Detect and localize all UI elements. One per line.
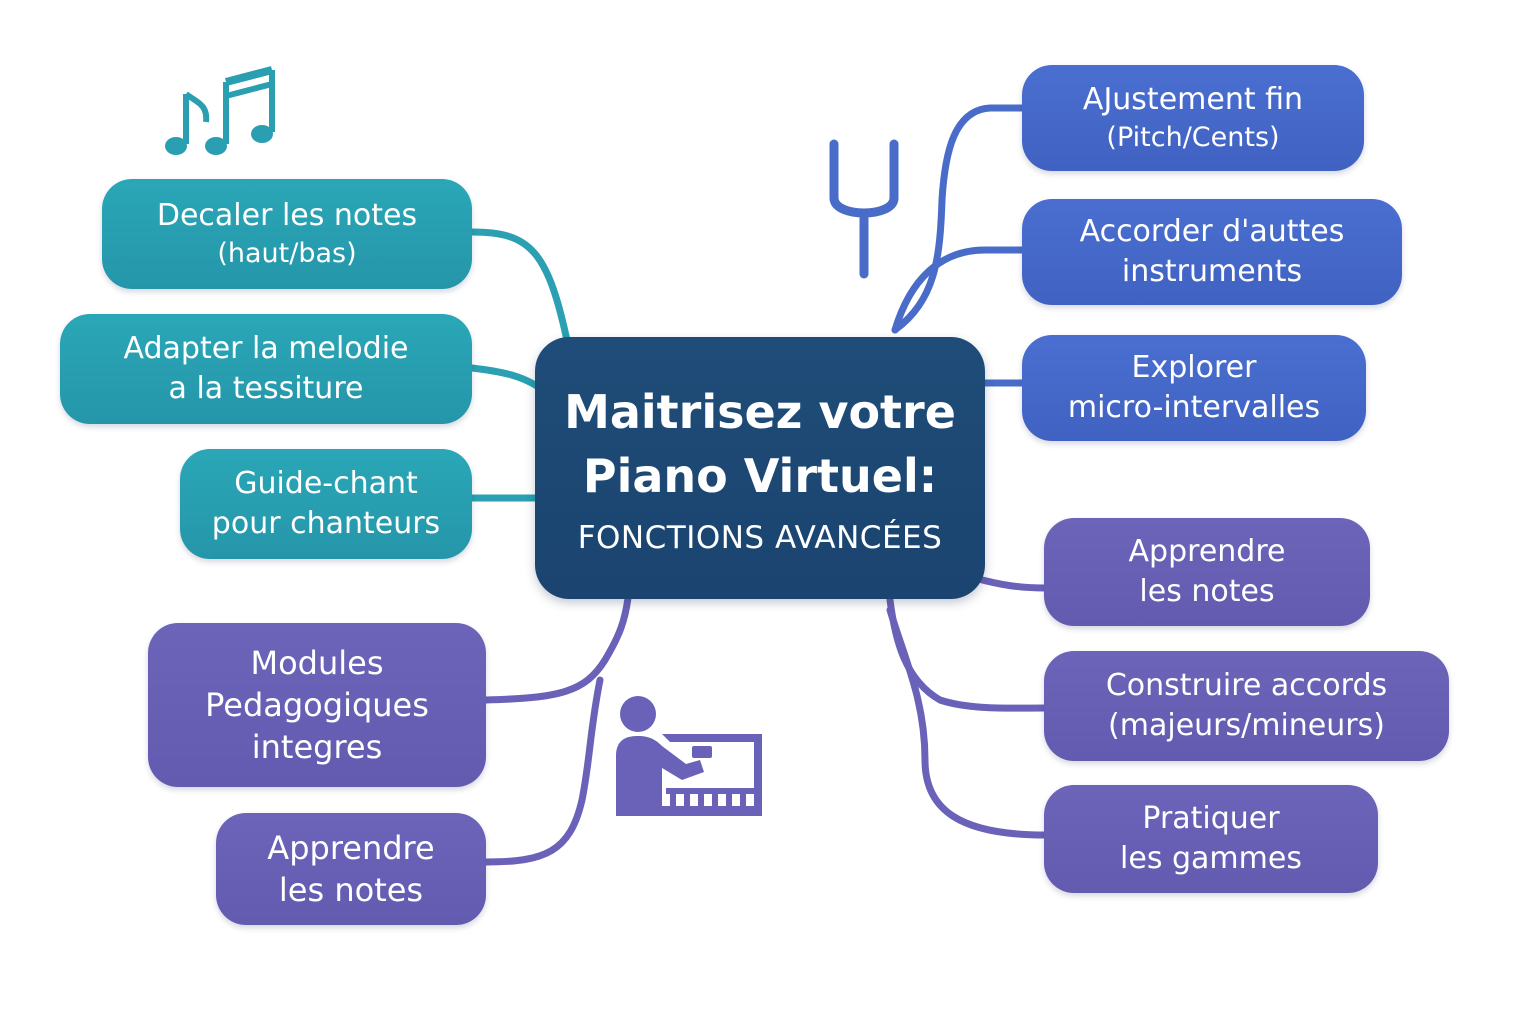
node-apprendre-notes-left: Apprendre les notes bbox=[216, 813, 486, 925]
node-label: Construire accords bbox=[1105, 668, 1388, 704]
node-label: Pedagogiques bbox=[205, 685, 429, 724]
music-notes-icon bbox=[160, 66, 280, 162]
node-label: Adapter la melodie bbox=[123, 331, 409, 367]
connector-decaler bbox=[468, 228, 572, 349]
node-pratiquer-gammes: Pratiquer les gammes bbox=[1044, 785, 1378, 893]
node-label: Guide-chant bbox=[234, 466, 418, 502]
node-construire-accords: Construire accords (majeurs/mineurs) bbox=[1044, 651, 1449, 761]
node-accorder-instruments: Accorder d'auttes instruments bbox=[1022, 199, 1402, 305]
node-label: AJustement fin bbox=[1082, 82, 1304, 118]
node-label: a la tessiture bbox=[168, 371, 364, 406]
node-label: (Pitch/Cents) bbox=[1106, 121, 1280, 153]
node-modules-pedagogiques: Modules Pedagogiques integres bbox=[148, 623, 486, 787]
node-label: Apprendre bbox=[1128, 534, 1286, 570]
node-label: Apprendre bbox=[267, 828, 435, 867]
node-label: Decaler les notes bbox=[156, 198, 418, 234]
node-ajustement-fin: AJustement fin (Pitch/Cents) bbox=[1022, 65, 1364, 171]
node-label: integres bbox=[251, 728, 383, 767]
node-label: instruments bbox=[1121, 254, 1303, 289]
node-guide-chant: Guide-chant pour chanteurs bbox=[180, 449, 472, 559]
piano-teacher-icon bbox=[612, 694, 766, 818]
node-label: micro-intervalles bbox=[1067, 390, 1321, 425]
connector-modules bbox=[482, 594, 632, 704]
connector-ajustement bbox=[891, 104, 1026, 334]
node-apprendre-notes-right: Apprendre les notes bbox=[1044, 518, 1370, 626]
node-label: les notes bbox=[278, 871, 424, 909]
node-label: pour chanteurs bbox=[211, 506, 441, 541]
node-label: Modules bbox=[250, 643, 384, 682]
central-topic: Maitrisez votre Piano Virtuel: FONCTIONS… bbox=[535, 337, 985, 599]
node-label: Accorder d'auttes bbox=[1079, 214, 1345, 250]
node-label: (majeurs/mineurs) bbox=[1108, 708, 1385, 743]
connector-pratiquer bbox=[886, 606, 1049, 839]
central-title-line2: Piano Virtuel: bbox=[582, 449, 938, 503]
node-adapter-melodie: Adapter la melodie a la tessiture bbox=[60, 314, 472, 424]
node-label: Pratiquer bbox=[1142, 801, 1280, 837]
connector-apprendre-left bbox=[482, 676, 604, 866]
central-title-line1: Maitrisez votre bbox=[564, 384, 956, 439]
node-label: les notes bbox=[1139, 574, 1275, 609]
central-subtitle: FONCTIONS AVANCÉES bbox=[577, 520, 943, 557]
connector-accorder bbox=[891, 246, 1026, 334]
connector-apprendre-right bbox=[971, 574, 1049, 592]
node-explorer-micro-intervalles: Explorer micro-intervalles bbox=[1022, 335, 1366, 441]
node-label: (haut/bas) bbox=[217, 237, 357, 269]
node-label: les gammes bbox=[1120, 841, 1302, 876]
node-label: Explorer bbox=[1131, 350, 1257, 386]
tuning-fork-icon bbox=[824, 138, 904, 280]
connector-adapter bbox=[468, 364, 544, 392]
node-decaler-notes: Decaler les notes (haut/bas) bbox=[102, 179, 472, 289]
